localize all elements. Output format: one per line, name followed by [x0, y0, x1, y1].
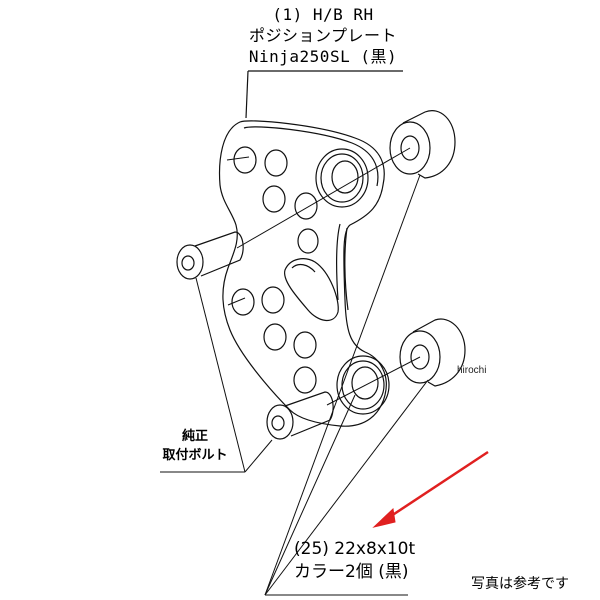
- bolt-label: 純正 取付ボルト: [150, 427, 240, 465]
- bolt-lower: [266, 391, 334, 440]
- red-arrow: [372, 450, 489, 528]
- watermark: hirochi: [457, 365, 487, 376]
- collar-label: (25) 22x8x10t カラー2個 (黒): [294, 538, 415, 584]
- model-name: Ninja250SL (黒): [248, 47, 398, 66]
- part-name-japanese: ポジションプレート: [248, 26, 398, 45]
- position-plate: [218, 120, 390, 427]
- part-number-title: (1) H/B RH: [272, 5, 374, 24]
- bolt-leader-lines: [160, 277, 273, 473]
- assembly-axis-lines: [226, 147, 421, 406]
- bolt-upper: [176, 231, 244, 280]
- bolt-label-line1: 純正: [181, 429, 208, 444]
- reference-photo-note: 写真は参考です: [471, 576, 569, 592]
- collar-upper: [389, 110, 456, 179]
- title-leader-line: [245, 70, 403, 119]
- collar-lower: [399, 318, 466, 387]
- bolt-label-line2: 取付ボルト: [162, 448, 228, 463]
- collar-label-qty: カラー2個 (黒): [294, 562, 409, 582]
- part-title-block: (1) H/B RH ポジションプレート Ninja250SL (黒): [238, 4, 408, 67]
- collar-leader-lines: [264, 174, 429, 596]
- collar-label-size: (25) 22x8x10t: [294, 539, 416, 559]
